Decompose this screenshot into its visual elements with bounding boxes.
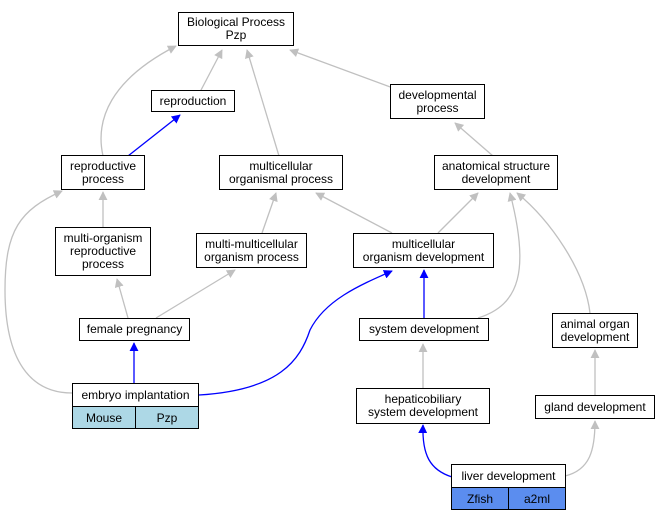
edge-multimulti-to-multiproc [261, 192, 278, 234]
node-multicellular-organism-development[interactable]: multicellular organism development [353, 233, 494, 268]
node-reproduction[interactable]: reproduction [151, 90, 235, 112]
edge-multiproc-to-bp [245, 49, 280, 157]
edge-reproproc-to-repro [127, 114, 181, 157]
node-liver-development[interactable]: liver development [451, 464, 566, 488]
node-animal-organ-development[interactable]: animal organ development [552, 313, 638, 348]
node-hepaticobiliary-system-development[interactable]: hepaticobiliary system development [356, 388, 490, 424]
node-multi-organism-reproductive-process[interactable]: multi-organism reproductive process [55, 227, 151, 276]
node-system-development[interactable]: system development [359, 318, 489, 341]
species-cell-mouse[interactable]: Mouse [72, 406, 136, 429]
node-embryo-implantation[interactable]: embryo implantation [72, 383, 199, 407]
node-female-pregnancy[interactable]: female pregnancy [79, 318, 190, 341]
node-biological-process[interactable]: Biological Process Pzp [178, 12, 294, 46]
node-reproductive-process[interactable]: reproductive process [61, 155, 145, 190]
edge-embryo-to-reproproc [4, 190, 73, 394]
species-cell-zfish[interactable]: Zfish [451, 487, 509, 510]
edge-reproproc-to-bp [100, 45, 177, 157]
edge-embryo-to-mcdev [198, 270, 393, 396]
node-developmental-process[interactable]: developmental process [390, 84, 485, 119]
species-cell-pzp[interactable]: Pzp [135, 406, 199, 429]
edge-fempreg-to-multimulti [155, 269, 236, 319]
edge-anat-to-devproc [454, 122, 494, 157]
species-cell-a2ml[interactable]: a2ml [508, 487, 566, 510]
edge-mcdev-to-multiproc [315, 192, 393, 234]
node-multi-multicellular-organism-process[interactable]: multi-multicellular organism process [196, 233, 307, 268]
edge-sysdev-to-anat [477, 192, 521, 319]
edge-liver-to-hepat [418, 424, 453, 478]
edge-liver-to-gland [564, 420, 600, 477]
node-gland-development[interactable]: gland development [535, 395, 655, 419]
edge-fempreg-to-multiorg [114, 278, 129, 319]
node-multicellular-organismal-process[interactable]: multicellular organismal process [219, 155, 343, 190]
edge-animal-to-anat [516, 192, 591, 314]
node-anatomical-structure-development[interactable]: anatomical structure development [434, 155, 558, 190]
edge-devproc-to-bp [289, 48, 394, 89]
edge-repro-to-bp [199, 49, 223, 93]
edge-mcdev-to-anat [437, 192, 479, 234]
